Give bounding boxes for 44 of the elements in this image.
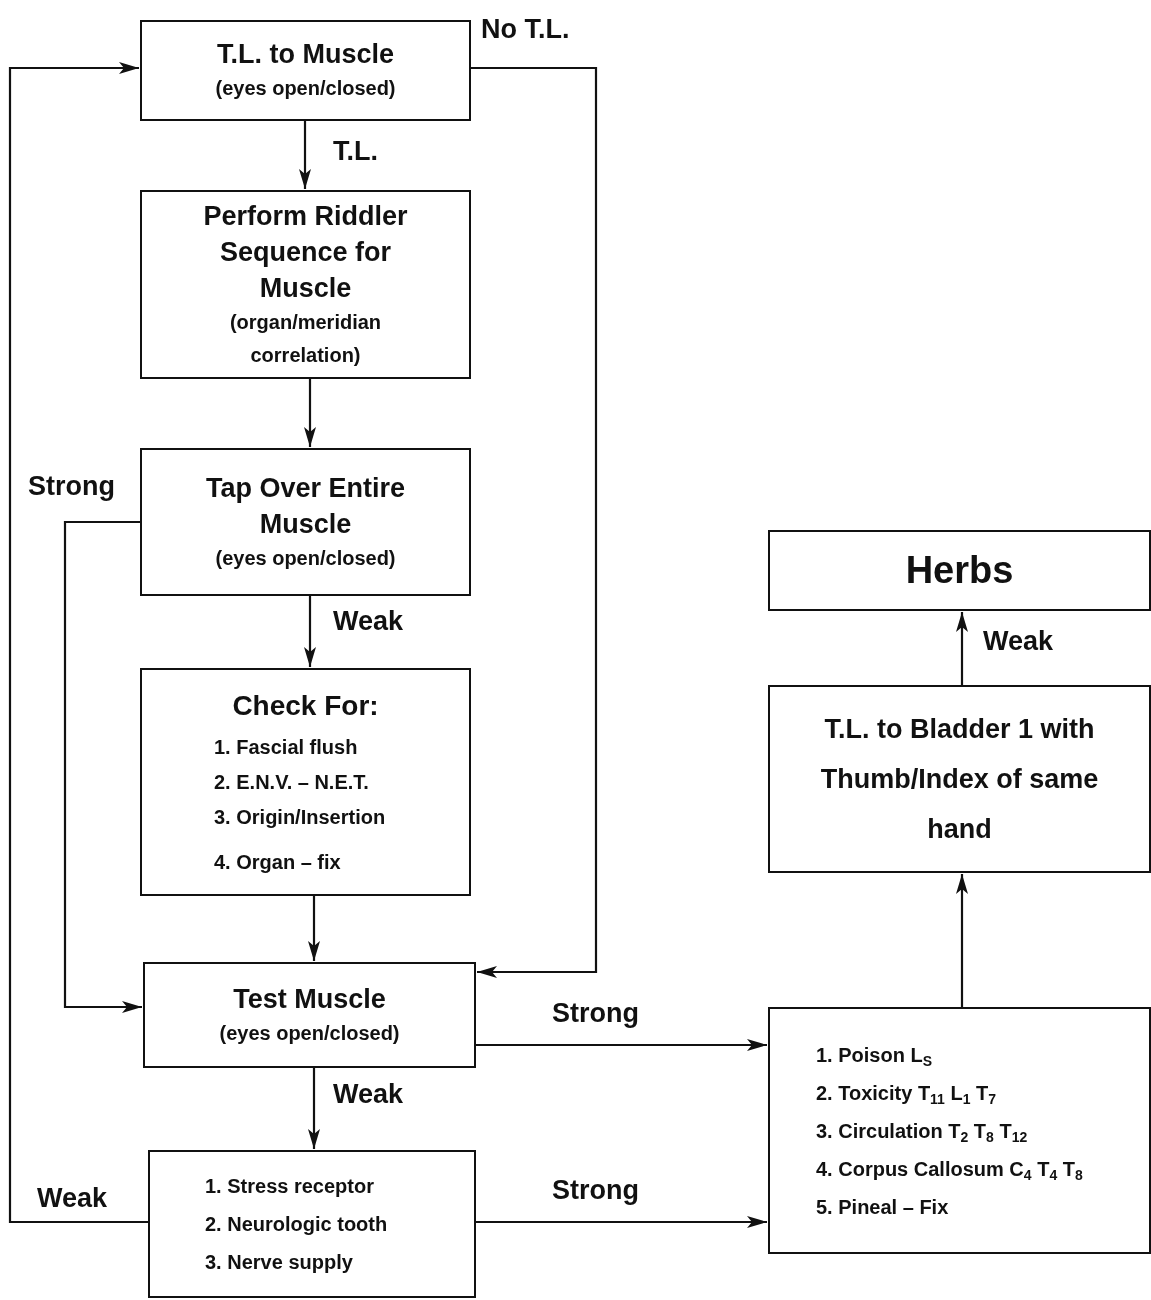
arrow [304, 596, 316, 667]
list-item: 2. E.N.V. – N.E.T. [213, 770, 370, 795]
arrow [8, 62, 148, 1224]
process-box [148, 1150, 476, 1298]
heading: Check For: [231, 689, 380, 723]
arrow [63, 520, 142, 1013]
list-item: 1. Stress receptor [205, 1174, 375, 1199]
arrow [956, 612, 968, 685]
box-title: T.L. to Muscle [216, 38, 395, 71]
list-item: 1. Poison L$_{S}$ [816, 1042, 934, 1071]
list-item: 3. Circulation T$_{2}$ T$_{8}$ T$_{12}$ [816, 1118, 1029, 1147]
list-item: 4. Organ – fix [213, 850, 342, 875]
arrow [304, 379, 316, 447]
list-item: 3. Nerve supply [205, 1250, 354, 1275]
arrow [956, 874, 968, 1007]
note-text: (eyes open/closed) [214, 76, 397, 101]
arrow [308, 1068, 320, 1149]
process-box [768, 685, 1151, 873]
note-text: (organ/meridian correlation) [228, 309, 383, 368]
box-title: T.L. to Bladder 1 with Thumb/Index of same hand [819, 713, 1100, 846]
process-box [140, 20, 471, 121]
box-title: Tap Over Entire Muscle [204, 471, 407, 541]
list-item: 5. Pineal – Fix [816, 1194, 950, 1220]
arrow [471, 66, 598, 978]
box-title: Herbs [904, 549, 1015, 592]
process-box [140, 448, 471, 596]
process-box [143, 962, 476, 1068]
arrow [476, 1216, 767, 1228]
arrow [308, 896, 320, 961]
list-item: 2. Neurologic tooth [205, 1212, 389, 1237]
box-title: Test Muscle [232, 982, 387, 1016]
arrow [299, 121, 311, 189]
list-item: 2. Toxicity T$_{11}$ L$_{1}$ T$_{7}$ [816, 1080, 998, 1109]
process-box [140, 668, 471, 896]
list-item: 4. Corpus Callosum C$_{4}$ T$_{4}$ T$_{8}$ [816, 1156, 1084, 1185]
process-box [768, 530, 1151, 611]
list-item: 1. Fascial flush [213, 735, 359, 760]
arrow [476, 1039, 767, 1051]
box-title: Perform Riddler Sequence for Muscle [202, 199, 409, 305]
list-item: 3. Origin/Insertion [213, 805, 387, 830]
note-text: (eyes open/closed) [218, 1020, 401, 1046]
process-box [768, 1007, 1151, 1254]
process-box [140, 190, 471, 379]
note-text: (eyes open/closed) [214, 545, 397, 571]
